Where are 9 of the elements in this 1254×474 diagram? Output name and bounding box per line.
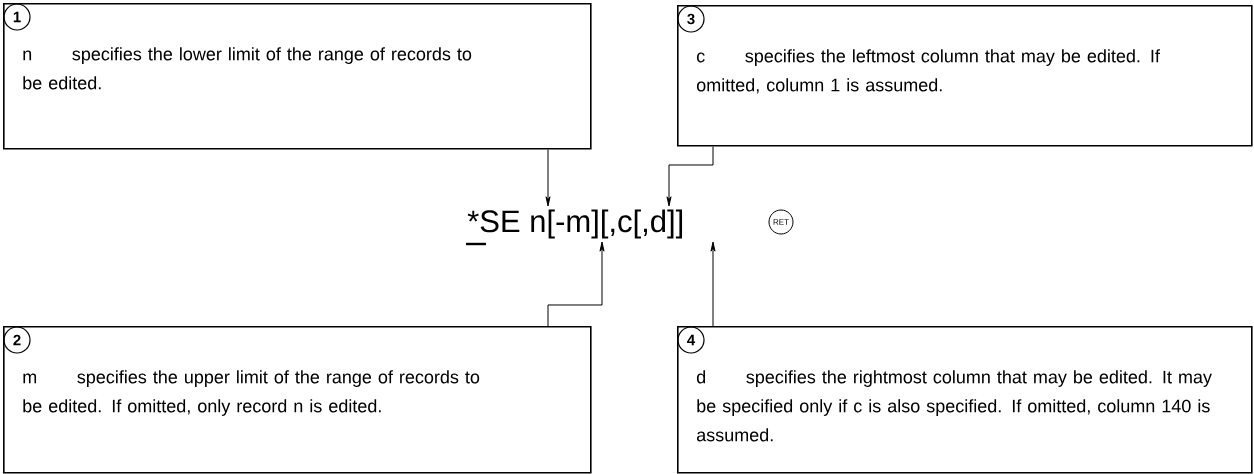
arrow [545, 149, 551, 207]
callout-number: 2 [3, 326, 31, 354]
callout-number: 4 [677, 326, 705, 354]
callout-number: 1 [3, 3, 31, 31]
command-syntax: *SE n[-m][,c[,d]] [466, 209, 683, 246]
arrow [710, 241, 716, 327]
arrow [666, 146, 714, 207]
arrow [547, 241, 605, 327]
callout-number: 3 [677, 5, 705, 33]
